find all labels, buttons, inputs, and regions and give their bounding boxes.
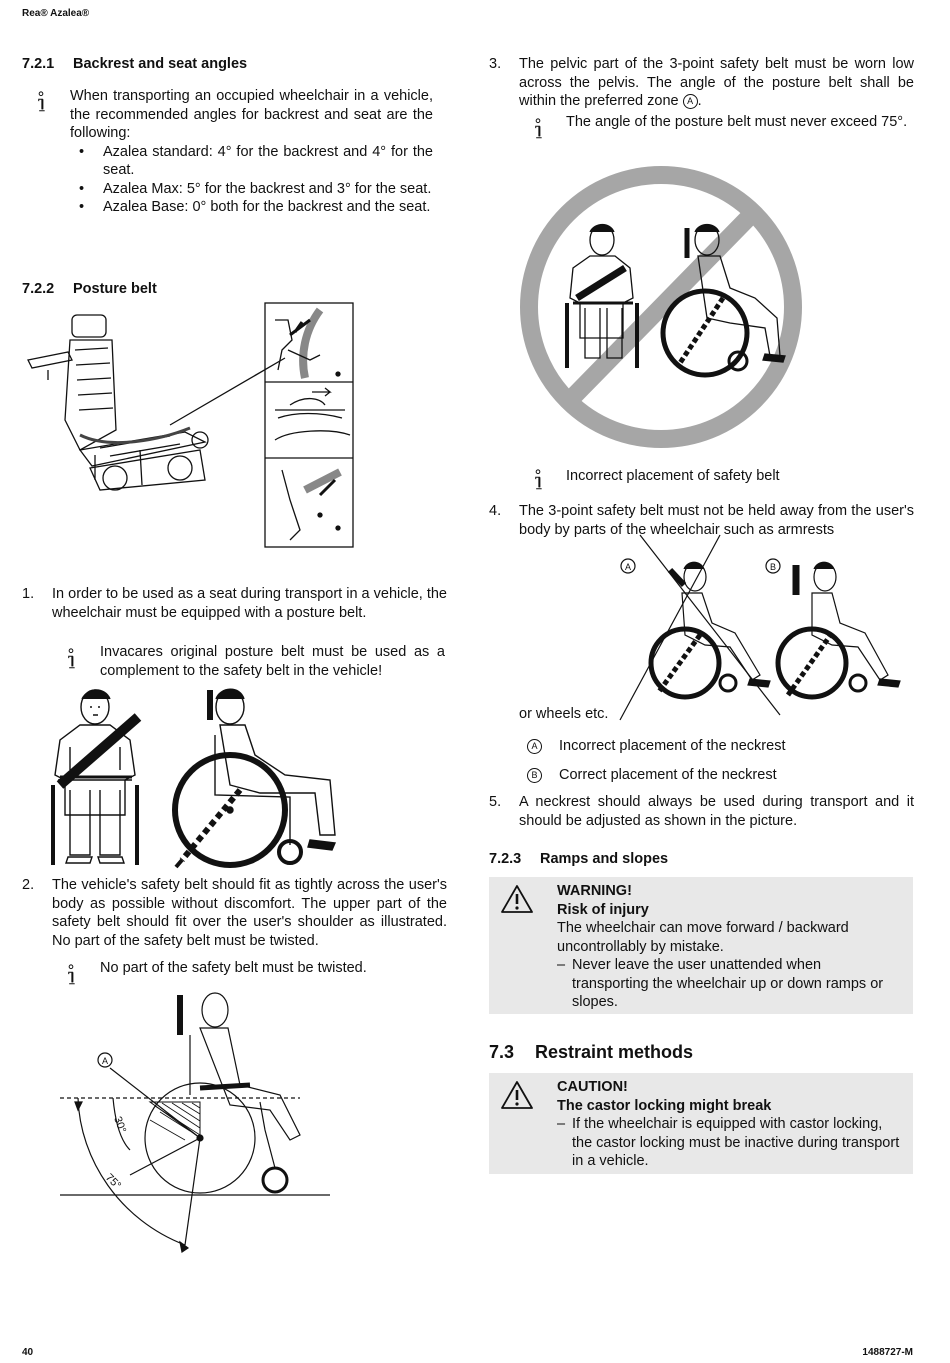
- step-text: The pelvic part of the 3-point safety be…: [519, 56, 914, 109]
- section-heading-7-2-1: 7.2.1 Backrest and seat angles: [22, 55, 247, 74]
- document-header: Rea® Azalea®: [22, 8, 90, 19]
- legend-key: B: [527, 768, 542, 783]
- angle-label-30: 30°: [111, 1115, 128, 1135]
- caution-box: CAUTION! The castor locking might break …: [489, 1073, 913, 1174]
- incorrect-placement-caption: Incorrect placement of safety belt: [566, 468, 780, 484]
- zone-marker: A: [682, 94, 698, 109]
- step-number: 5.: [489, 794, 502, 810]
- section-number: 7.2.2: [22, 281, 55, 297]
- posture-belt-illustration: [27, 302, 354, 548]
- safety-belt-correct-illustration: [51, 688, 337, 869]
- legend-text-a: Incorrect placement of the neckrest: [559, 738, 786, 754]
- step-4-continuation: or wheels etc.: [519, 706, 609, 722]
- step-number: 2.: [22, 877, 35, 893]
- info-icon: [64, 964, 78, 986]
- section-title: Backrest and seat angles: [73, 56, 248, 72]
- list-item: •Azalea Base: 0° both for the backrest a…: [79, 199, 431, 215]
- list-item: •Azalea standard: 4° for the backrest an…: [79, 143, 433, 179]
- step-text: The vehicle's safety belt should fit as …: [52, 877, 447, 949]
- section-number: 7.3: [489, 1042, 515, 1062]
- info-icon: [531, 469, 545, 491]
- legend-key: A: [527, 739, 542, 754]
- twisted-belt-note: No part of the safety belt must be twist…: [100, 960, 367, 976]
- step-number: 4.: [489, 503, 502, 519]
- warning-body: The wheelchair can move forward / backwa…: [557, 920, 849, 955]
- neckrest-comparison-illustration: A B: [619, 534, 901, 721]
- section-title: Ramps and slopes: [540, 851, 669, 867]
- legend-text-b: Correct placement of the neckrest: [559, 767, 777, 783]
- page-number: 40: [22, 1347, 34, 1358]
- warning-triangle-icon: [500, 1080, 534, 1110]
- legend-item-a: A: [527, 737, 542, 756]
- section-heading-7-2-3: 7.2.3 Ramps and slopes: [489, 850, 668, 869]
- instruction-step-2: 2. The vehicle's safety belt should fit a…: [22, 876, 447, 950]
- caution-subheading: The castor locking might break: [557, 1097, 772, 1114]
- instruction-step-5: 5. A neckrest should always be used durin…: [489, 793, 914, 830]
- zone-label: A: [102, 1056, 108, 1066]
- instruction-step-4: 4. The 3-point safety belt must not be he…: [489, 502, 914, 539]
- warning-heading: WARNING!: [557, 883, 632, 899]
- section-number: 7.2.3: [489, 851, 522, 867]
- warning-subheading: Risk of injury: [557, 901, 649, 918]
- angle-label-75: 75°: [103, 1172, 123, 1192]
- warning-triangle-icon: [500, 884, 534, 914]
- section-title: Posture belt: [73, 281, 157, 297]
- step-text: In order to be used as a seat during tra…: [52, 586, 447, 621]
- legend-item-b: B: [527, 766, 542, 785]
- document-id: 1488727-M: [862, 1347, 913, 1358]
- warning-instruction: –Never leave the user unattended when tr…: [557, 957, 884, 1010]
- neckrest-label-b: B: [770, 562, 776, 572]
- instruction-step-1: 1. In order to be used as a seat during t…: [22, 585, 447, 622]
- caution-instruction: –If the wheelchair is equipped with cast…: [557, 1116, 900, 1169]
- info-icon: [531, 118, 545, 140]
- caution-heading: CAUTION!: [557, 1079, 628, 1095]
- step-text: A neckrest should always be used during …: [519, 794, 914, 829]
- step-number: 3.: [489, 56, 502, 72]
- info-icon: [34, 91, 48, 113]
- section-heading-7-2-2: 7.2.2 Posture belt: [22, 280, 157, 299]
- neckrest-label-a: A: [625, 562, 631, 572]
- posture-belt-note: Invacares original posture belt must be …: [100, 644, 445, 679]
- section-title: Restraint methods: [535, 1042, 694, 1062]
- angle-limit-note: The angle of the posture belt must never…: [566, 114, 908, 130]
- step-number: 1.: [22, 586, 35, 602]
- list-item: •Azalea Max: 5° for the backrest and 3° …: [79, 180, 432, 197]
- instruction-step-3: 3. The pelvic part of the 3-point safety …: [489, 56, 914, 109]
- section-number: 7.2.1: [22, 56, 55, 72]
- info-icon: [64, 648, 78, 670]
- section-heading-7-3: 7.3 Restraint methods: [489, 1043, 693, 1062]
- step-text: The 3-point safety belt must not be held…: [519, 503, 914, 538]
- backrest-info-block: When transporting an occupied wheelchair…: [70, 87, 433, 217]
- belt-angle-diagram: A 30° 75°: [60, 992, 330, 1253]
- incorrect-belt-prohibition-illustration: [520, 166, 802, 448]
- warning-box: WARNING! Risk of injury The wheelchair c…: [489, 877, 913, 1014]
- backrest-intro: When transporting an occupied wheelchair…: [70, 88, 433, 141]
